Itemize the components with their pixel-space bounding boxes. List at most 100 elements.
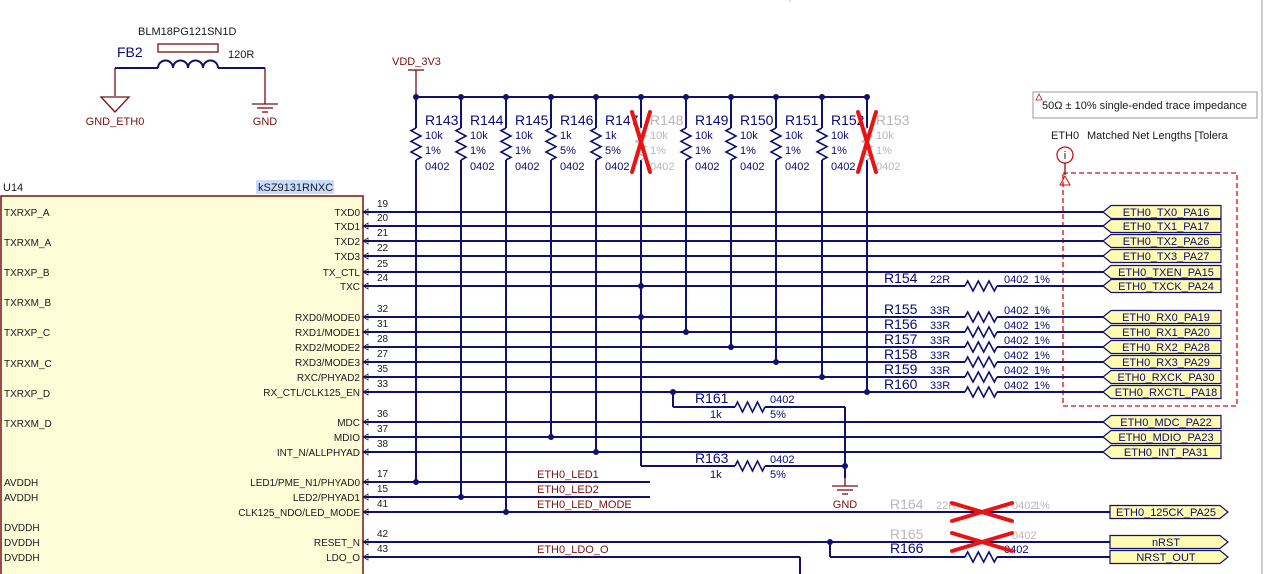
pulldown-pkg-R163: 0402 [770, 454, 794, 466]
chip-pin-num-24: 24 [377, 273, 389, 284]
pulldown-val-R161: 1k [710, 409, 722, 421]
pullup-R146[interactable] [544, 127, 558, 161]
port-ETH0_RXCK_PA30-label: ETH0_RXCK_PA30 [1117, 372, 1214, 384]
series-pkg-R160: 0402 [1004, 380, 1028, 392]
pullup-val-R151: 10k [785, 130, 803, 142]
pullup-tol-R144: 1% [470, 145, 486, 157]
pullup-tol-R153: 1% [876, 145, 892, 157]
port-ETH0_RX0_PA19[interactable] [1102, 309, 1222, 325]
series-R158[interactable] [964, 355, 998, 369]
pullup-R144[interactable] [454, 127, 468, 161]
series-tol-R155: 1% [1034, 305, 1050, 317]
pullup-tol-R147: 5% [605, 145, 621, 157]
chip-left-pin-11: DVDDH [4, 538, 40, 549]
pullup-val-R144: 10k [470, 130, 488, 142]
chip-pin-21: TXD2 [334, 237, 360, 248]
matched-length-group-box[interactable] [1062, 172, 1238, 407]
pulldown-tol-R161: 5% [770, 409, 786, 421]
series-R160[interactable] [964, 385, 998, 399]
series-tol-R157: 1% [1034, 335, 1050, 347]
chip-pin-num-21: 21 [377, 228, 389, 239]
port-ETH0_RX1_PA20-label: ETH0_RX1_PA20 [1122, 327, 1210, 339]
port-ETH0_RX3_PA29[interactable] [1102, 354, 1222, 370]
pulldown-R163[interactable] [734, 459, 766, 473]
port-ETH0_TXEN_PA15[interactable] [1102, 264, 1222, 280]
pullup-ref-R144: R144 [470, 112, 504, 128]
port-ETH0_RXCTL_PA18[interactable] [1102, 384, 1222, 400]
pullup-tol-R143: 1% [425, 145, 441, 157]
chip-pin-num-19: 19 [377, 199, 389, 210]
port-ETH0_RX1_PA20[interactable] [1102, 324, 1222, 340]
chip-left-pin-10: DVDDH [4, 523, 40, 534]
pullup-val-R148: 10k [650, 130, 668, 142]
port-ETH0_MDIO_PA23-label: ETH0_MDIO_PA23 [1118, 432, 1213, 444]
series-val-R158: 33R [930, 350, 950, 362]
chip-left-pin-3: TXRXM_B [4, 298, 52, 309]
port-ETH0_RXCK_PA30[interactable] [1102, 369, 1222, 385]
series-R155[interactable] [964, 310, 998, 324]
port-ETH0_RX2_PA28[interactable] [1102, 339, 1222, 355]
port-ETH0_TXCK_PA24[interactable] [1102, 278, 1222, 294]
port-ETH0_125CK_PA25[interactable] [1109, 504, 1229, 520]
series-R166[interactable] [964, 550, 998, 564]
pullup-R151[interactable] [769, 127, 783, 161]
net-label-led1: ETH0_LED1 [537, 469, 599, 481]
chip-pin-num-38: 38 [377, 439, 389, 450]
chip-pin-27: RXD3/MODE3 [295, 358, 360, 369]
chip-pin-num-36: 36 [377, 409, 389, 420]
port-ETH0_INT_PA31[interactable] [1102, 444, 1222, 460]
pulldown-pkg-R161: 0402 [770, 394, 794, 406]
series-R157[interactable] [964, 340, 998, 354]
series-ref-R154: R154 [884, 270, 918, 286]
chip-pin-42: RESET_N [314, 538, 360, 549]
dnp-cross [856, 110, 878, 174]
pullup-R150[interactable] [724, 127, 738, 161]
chip-pin-22: TXD3 [334, 252, 360, 263]
pullup-val-R147: 1k [605, 130, 617, 142]
chip-body[interactable] [0, 195, 364, 574]
pullup-ref-R148: R148 [650, 112, 684, 128]
pulldown-R161[interactable] [734, 400, 766, 414]
port-ETH0_TX1_PA17[interactable] [1102, 218, 1222, 234]
chip-pin-38: INT_N/ALLPHYAD [277, 448, 360, 459]
chip-pin-num-27: 27 [377, 349, 389, 360]
chip-pin-37: MDIO [334, 433, 360, 444]
chip-pin-num-41: 41 [377, 499, 389, 510]
pulldown-tol-R163: 5% [770, 469, 786, 481]
pullup-R152[interactable] [815, 127, 829, 161]
port-nRST[interactable] [1109, 534, 1229, 550]
port-ETH0_MDC_PA22[interactable] [1102, 414, 1222, 430]
port-ETH0_TX3_PA27[interactable] [1102, 248, 1222, 264]
pullup-pkg-R148: 0402 [650, 161, 674, 173]
pullup-R143[interactable] [409, 127, 423, 161]
chip-left-pin-4: TXRXP_C [4, 328, 50, 339]
port-ETH0_TX0_PA16[interactable] [1102, 204, 1222, 220]
pullup-R149[interactable] [679, 127, 693, 161]
chip-pin-25: TX_CTL [323, 268, 361, 279]
chip-pin-24: TXC [340, 282, 360, 293]
series-R159[interactable] [964, 370, 998, 384]
ferrite-body[interactable] [157, 43, 219, 53]
chip-pin-num-22: 22 [377, 243, 389, 254]
pullup-R145[interactable] [499, 127, 513, 161]
pullup-R147[interactable] [589, 127, 603, 161]
pullup-val-R153: 10k [876, 130, 894, 142]
gnd-label-pulldown: GND [833, 499, 858, 511]
gnd-label-ferrite: GND [253, 116, 278, 128]
junction-dot [842, 463, 848, 469]
port-ETH0_TX2_PA26[interactable] [1102, 233, 1222, 249]
net-label-led-mode: ETH0_LED_MODE [537, 499, 632, 511]
port-ETH0_MDIO_PA23[interactable] [1102, 429, 1222, 445]
port-NRST_OUT[interactable] [1109, 549, 1229, 565]
pullup-val-R149: 10k [695, 130, 713, 142]
series-R154[interactable] [964, 279, 998, 293]
ferrite-value: 120R [228, 49, 254, 61]
series-R156[interactable] [964, 325, 998, 339]
pullup-ref-R151: R151 [785, 112, 819, 128]
rule-triangle-icon [1059, 174, 1071, 186]
impedance-note-box[interactable] [1032, 91, 1258, 119]
pullup-pkg-R144: 0402 [470, 161, 494, 173]
chip-pin-28: RXD2/MODE2 [295, 343, 360, 354]
series-val-R159: 33R [930, 365, 950, 377]
